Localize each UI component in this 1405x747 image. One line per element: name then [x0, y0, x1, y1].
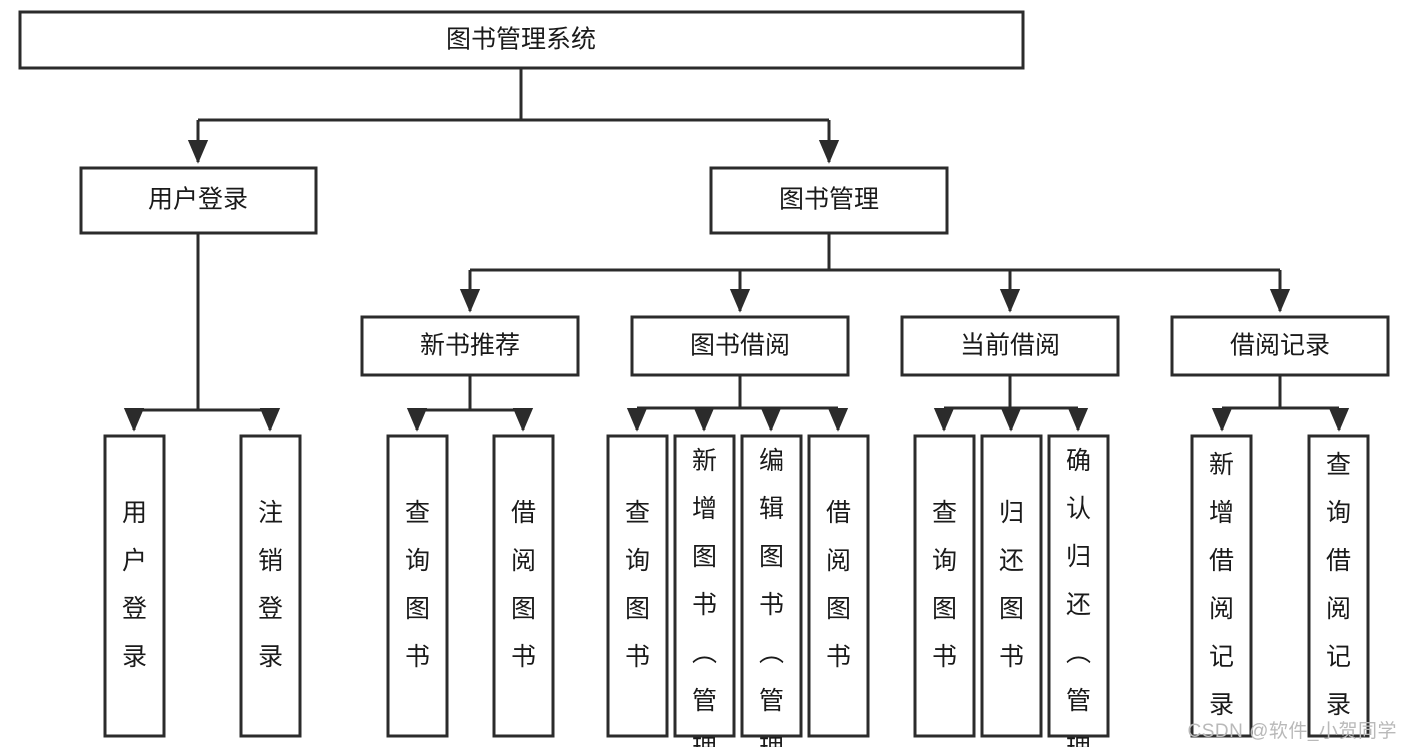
node-leaf-borrow-book-2-box[interactable]: [807, 434, 870, 738]
csdn-watermark: CSDN @软件_小贺同学: [1187, 721, 1397, 742]
node-leaf-query-book-1-box[interactable]: [386, 434, 449, 738]
node-leaf-add-record-label: 新增借阅记录: [1209, 451, 1234, 719]
node-book-manage-box[interactable]: [709, 166, 949, 235]
node-book-borrow-label: 图书借阅: [690, 332, 790, 360]
connector-group-book-manage: [459, 233, 1291, 313]
node-leaf-query-book-2-label: 查询图书: [625, 499, 650, 671]
node-borrow-record-label: 借阅记录: [1230, 332, 1330, 360]
node-root-label: 图书管理系统: [446, 26, 596, 54]
node-leaf-query-book-3[interactable]: 查询图书: [913, 434, 976, 738]
node-leaf-query-record[interactable]: 查询借阅记录: [1307, 434, 1370, 738]
node-leaf-query-book-3-label: 查询图书: [932, 499, 957, 671]
node-leaf-confirm-return-label: 确认归还︵管理员︶: [1066, 447, 1091, 747]
connector-group-current-borrow: [933, 375, 1089, 432]
node-current-borrow[interactable]: 当前借阅: [900, 315, 1120, 377]
node-root-box[interactable]: [18, 10, 1025, 70]
node-leaf-confirm-return[interactable]: 确认归还︵管理员︶: [1047, 434, 1110, 747]
node-borrow-record[interactable]: 借阅记录: [1170, 315, 1390, 377]
connector-group-borrow-record: [1211, 375, 1350, 432]
node-leaf-logout[interactable]: 注销登录: [239, 434, 302, 738]
connector-group-book-borrow: [626, 375, 849, 432]
node-current-borrow-box[interactable]: [900, 315, 1120, 377]
node-leaf-add-book[interactable]: 新增图书︵管理员︶: [673, 434, 736, 747]
node-leaf-borrow-book-2[interactable]: 借阅图书: [807, 434, 870, 738]
node-user-login[interactable]: 用户登录: [79, 166, 318, 235]
node-book-borrow[interactable]: 图书借阅: [630, 315, 850, 377]
node-new-book-rec[interactable]: 新书推荐: [360, 315, 580, 377]
node-leaf-return-book[interactable]: 归还图书: [980, 434, 1043, 738]
node-leaf-query-record-box[interactable]: [1307, 434, 1370, 738]
node-leaf-user-login[interactable]: 用户登录: [103, 434, 166, 738]
node-leaf-borrow-book-2-label: 借阅图书: [826, 499, 851, 671]
node-leaf-return-book-box[interactable]: [980, 434, 1043, 738]
node-book-manage-label: 图书管理: [779, 186, 879, 214]
connector-group-new-book-rec: [406, 375, 534, 432]
node-leaf-query-book-3-box[interactable]: [913, 434, 976, 738]
node-leaf-add-record-box[interactable]: [1190, 434, 1253, 738]
node-new-book-rec-box[interactable]: [360, 315, 580, 377]
node-user-login-label: 用户登录: [148, 186, 248, 214]
node-leaf-confirm-return-box[interactable]: [1047, 434, 1110, 738]
node-leaf-borrow-book-1-label: 借阅图书: [511, 499, 536, 671]
node-leaf-add-book-box[interactable]: [673, 434, 736, 738]
node-book-borrow-box[interactable]: [630, 315, 850, 377]
node-leaf-edit-book-label: 编辑图书︵管理员︶: [759, 447, 784, 747]
node-new-book-rec-label: 新书推荐: [420, 332, 520, 360]
node-leaf-logout-box[interactable]: [239, 434, 302, 738]
node-leaf-query-book-2-box[interactable]: [606, 434, 669, 738]
node-current-borrow-label: 当前借阅: [960, 332, 1060, 360]
node-leaf-edit-book-box[interactable]: [740, 434, 803, 738]
node-leaf-user-login-box[interactable]: [103, 434, 166, 738]
node-leaf-borrow-book-1-box[interactable]: [492, 434, 555, 738]
node-user-login-box[interactable]: [79, 166, 318, 235]
node-leaf-query-record-label: 查询借阅记录: [1326, 451, 1351, 719]
node-leaf-return-book-label: 归还图书: [999, 499, 1024, 671]
node-leaf-add-record[interactable]: 新增借阅记录: [1190, 434, 1253, 738]
node-leaf-query-book-1[interactable]: 查询图书: [386, 434, 449, 738]
node-leaf-query-book-1-label: 查询图书: [405, 499, 430, 671]
node-leaf-user-login-label: 用户登录: [122, 499, 147, 671]
node-root[interactable]: 图书管理系统: [18, 10, 1025, 70]
node-leaf-add-book-label: 新增图书︵管理员︶: [692, 447, 717, 747]
node-leaf-edit-book[interactable]: 编辑图书︵管理员︶: [740, 434, 803, 747]
connector-group-user-login: [123, 233, 281, 432]
node-borrow-record-box[interactable]: [1170, 315, 1390, 377]
node-leaf-query-book-2[interactable]: 查询图书: [606, 434, 669, 738]
node-book-manage[interactable]: 图书管理: [709, 166, 949, 235]
node-leaf-borrow-book-1[interactable]: 借阅图书: [492, 434, 555, 738]
connector-group-root: [187, 68, 840, 164]
node-leaf-logout-label: 注销登录: [258, 499, 283, 671]
